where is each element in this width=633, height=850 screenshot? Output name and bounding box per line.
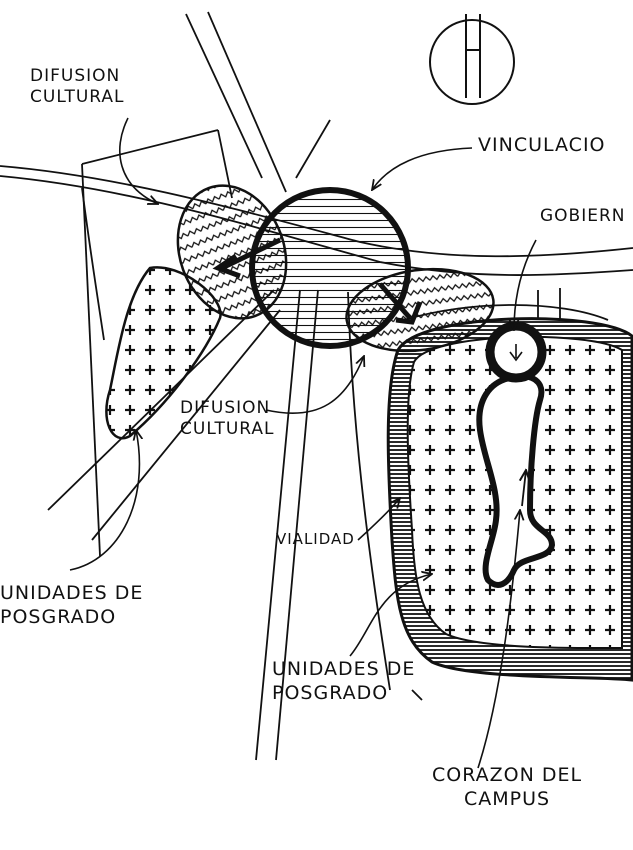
unidades-posgrado-label-left-line1: UNIDADES DE xyxy=(0,582,143,606)
difusion-cultural-label-top-line2: CULTURAL xyxy=(30,87,125,108)
unidades-posgrado-label-left: UNIDADES DE POSGRADO xyxy=(0,582,143,630)
unidades-posgrado-label-right-line2: POSGRADO xyxy=(272,682,415,706)
difusion-cultural-label-top: DIFUSION CULTURAL xyxy=(30,66,125,109)
gobierno-label: GOBIERN xyxy=(540,206,626,227)
gobierno-zone xyxy=(490,326,542,378)
corazon-campus-label: CORAZON DEL CAMPUS xyxy=(432,764,582,812)
unidades-posgrado-label-left-line2: POSGRADO xyxy=(0,606,143,630)
north-arrow-icon xyxy=(430,14,514,104)
difusion-cultural-label-mid-line2: CULTURAL xyxy=(180,419,275,440)
difusion-cultural-label-top-line1: DIFUSION xyxy=(30,66,125,87)
difusion-cultural-label-mid: DIFUSION CULTURAL xyxy=(180,398,275,441)
corazon-campus-label-line1: CORAZON DEL xyxy=(432,764,582,788)
corazon-campus-label-line2: CAMPUS xyxy=(432,788,582,812)
vinculacion-label: VINCULACIO xyxy=(478,134,606,158)
vialidad-label: VIALIDAD xyxy=(276,530,355,549)
unidades-posgrado-label-right-line1: UNIDADES DE xyxy=(272,658,415,682)
difusion-cultural-label-mid-line1: DIFUSION xyxy=(180,398,275,419)
unidades-posgrado-label-right: UNIDADES DE POSGRADO xyxy=(272,658,415,706)
